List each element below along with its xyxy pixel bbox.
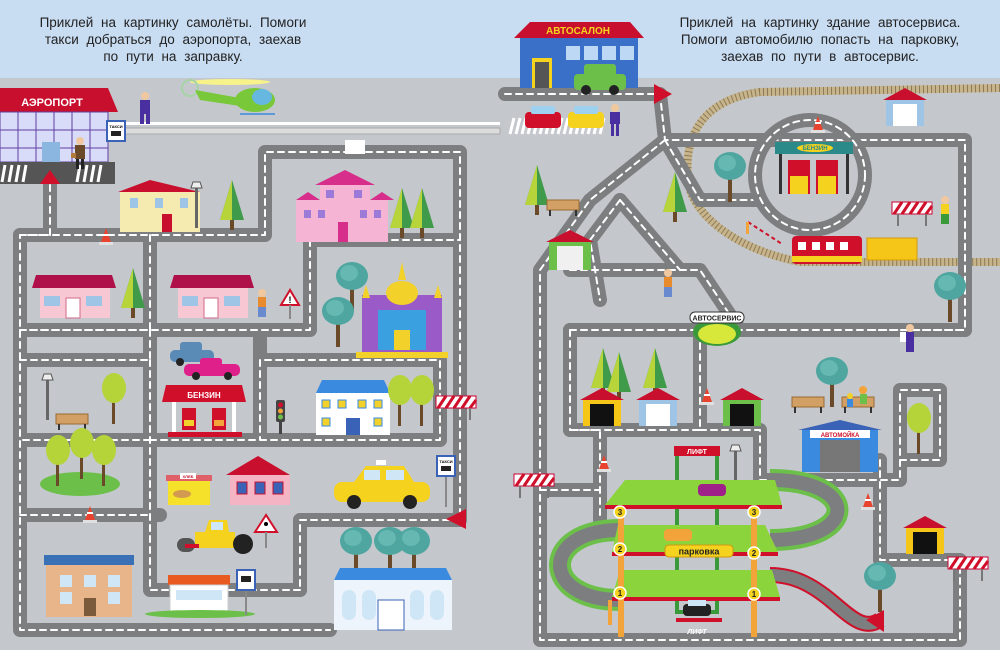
right-instruction-line: Приклей на картинку здание автосервиса. [679, 15, 961, 30]
apartment-building [44, 555, 134, 617]
road-roller [177, 520, 253, 554]
left-gas-station: БЕНЗИН [162, 385, 246, 437]
pink-palace-building [296, 170, 394, 242]
level-marker-2: 2 [618, 545, 623, 554]
green-suv [574, 64, 626, 95]
bus-stop-sign [236, 569, 256, 615]
yellow-car [568, 106, 604, 128]
sky-background [0, 0, 1000, 78]
bus-stop-shelter [145, 575, 255, 618]
left-gas-station-sign: БЕНЗИН [187, 391, 221, 400]
finish-arrow-left [446, 509, 466, 529]
tree-group [40, 428, 120, 496]
traffic-cone [861, 493, 875, 510]
worker-waving [941, 196, 949, 224]
level-marker-1: 1 [752, 590, 757, 599]
airport-building: АЭРОПОРТ [0, 88, 118, 184]
right-instruction-line: Помоги автомобилю попасть на парковку, [680, 32, 960, 47]
car-wash-building: АВТОМОЙКА [798, 420, 882, 472]
round-tree [322, 297, 354, 347]
road-barrier [890, 200, 934, 228]
bench [791, 396, 825, 414]
road-works-sign [253, 513, 279, 548]
start-arrow-right [654, 84, 672, 104]
pink-house-1 [32, 275, 116, 319]
car-service-placeholder: АВТОСЕРВИС [689, 311, 745, 346]
red-car [525, 106, 561, 128]
fir-tree [525, 165, 549, 215]
traffic-officer [610, 104, 620, 136]
pink-house-2 [170, 275, 254, 319]
fir-tree [121, 268, 145, 318]
traffic-light [276, 400, 285, 434]
train [792, 236, 918, 264]
brick-house [226, 456, 290, 505]
level-marker-3: 3 [618, 508, 623, 517]
level-marker-3: 3 [752, 508, 757, 517]
parking-level-markers: 3 3 2 2 1 1 [613, 505, 761, 601]
airport-taxi-sign: ТАКСИ [106, 120, 126, 142]
parking-label: парковка [679, 547, 721, 557]
yellow-garage [903, 516, 947, 554]
parking-garage: ЛИФТ ЛИФТ парковка [549, 446, 885, 637]
fir-tree [410, 188, 434, 238]
jackhammer-worker [664, 269, 672, 297]
finish-arrow-right [866, 610, 884, 632]
car-service-label: АВТОСЕРВИС [693, 316, 742, 323]
green-garage [720, 388, 764, 426]
airport-taxi-sign-label: ТАКСИ [109, 124, 122, 129]
left-instruction-line: Приклей на картинку самолёты. Помоги [39, 15, 307, 30]
svg-text:!: ! [289, 295, 292, 305]
helicopter [181, 79, 275, 115]
leafy-tree [907, 403, 931, 454]
warning-sign: ! [279, 288, 301, 319]
road-worker [258, 289, 266, 317]
right-gas-station: БЕНЗИН [775, 142, 853, 194]
bakery-kiosk: ХЛЕБ [166, 473, 212, 505]
taxi-car [334, 460, 430, 509]
car-wash-sign: АВТОМОЙКА [821, 431, 860, 439]
police-officer [140, 92, 150, 124]
left-instruction-line: такси добраться до аэропорта, заехав [44, 32, 302, 47]
fir-tree [390, 188, 414, 238]
left-instructions: Приклей на картинку самолёты. Помоги так… [28, 14, 318, 65]
right-instructions: Приклей на картинку здание автосервиса. … [660, 14, 980, 65]
start-arrow-airport [40, 170, 60, 184]
elevator-sign-bottom: ЛИФТ [686, 629, 707, 636]
purple-cathedral [356, 262, 448, 358]
round-tree [864, 562, 896, 612]
blue-station-building [334, 527, 452, 631]
railway-crossing-gate [746, 221, 783, 245]
taxi-stop-sign: ТАКСИ [436, 455, 456, 507]
traveler-with-suitcase [71, 137, 85, 169]
right-gas-station-sign: БЕНЗИН [802, 146, 827, 152]
yellow-school-building [118, 180, 200, 232]
road-barrier [946, 555, 990, 583]
man-reading-newspaper [900, 324, 914, 352]
right-instruction-line: заехав по пути в автосервис. [721, 49, 919, 64]
elevator-sign-top: ЛИФТ [687, 449, 708, 456]
fir-tree [220, 180, 244, 230]
leafy-tree [102, 373, 126, 424]
airport-sign: АЭРОПОРТ [21, 97, 83, 109]
car-dealer-sign: АВТОСАЛОН [546, 26, 610, 37]
bench [55, 413, 89, 431]
bakery-sign: ХЛЕБ [182, 474, 193, 479]
white-garage [636, 388, 680, 426]
right-roads [498, 87, 972, 647]
pink-car [184, 358, 240, 380]
white-blue-house [316, 380, 390, 435]
leafy-tree [388, 375, 412, 426]
left-instruction-line: по пути на заправку. [103, 49, 243, 64]
bench [841, 396, 875, 414]
mother-and-child [847, 386, 867, 407]
taxi-stop-sign-label: ТАКСИ [439, 459, 452, 464]
level-marker-2: 2 [752, 549, 757, 558]
street-lamp [41, 373, 54, 421]
leafy-tree [410, 375, 434, 426]
level-marker-1: 1 [618, 589, 623, 598]
